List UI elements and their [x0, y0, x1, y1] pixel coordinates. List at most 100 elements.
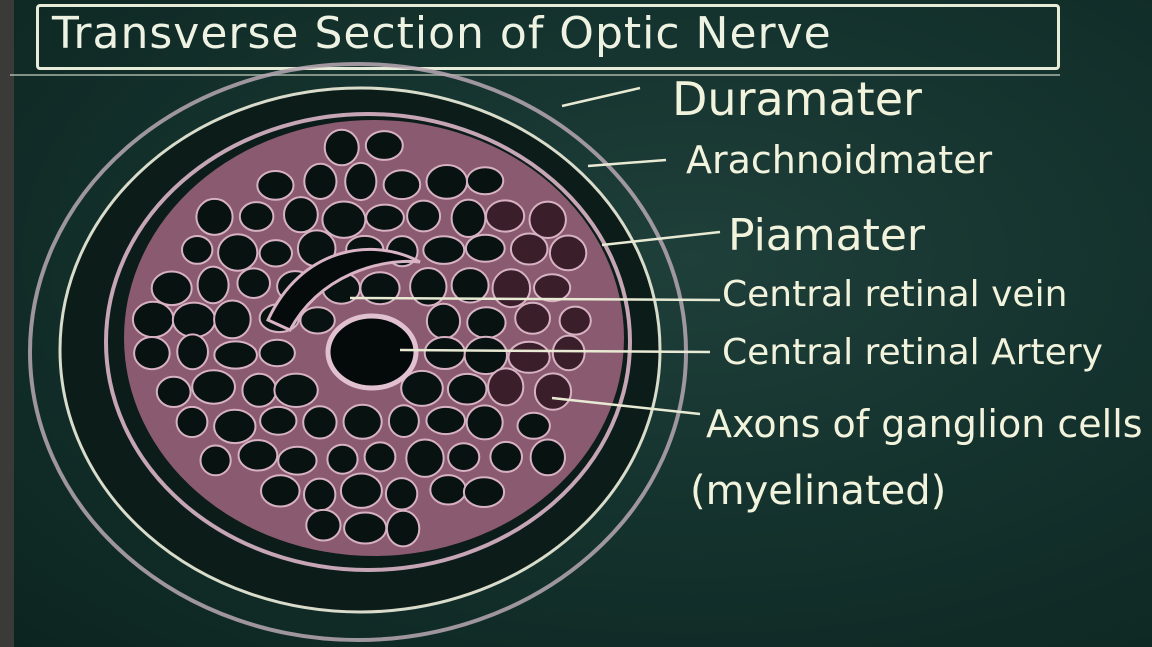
axon-bundle	[344, 161, 378, 202]
axon-bundle	[321, 200, 367, 239]
axon-bundle	[236, 267, 271, 300]
axon-bundle	[422, 235, 466, 265]
axon-bundle	[409, 267, 448, 307]
axon-bundle	[323, 128, 360, 167]
axon-bundle	[466, 306, 507, 340]
axon-bundle	[385, 509, 421, 548]
label-axons: Axons of ganglion cells	[706, 402, 1143, 446]
axon-bundle	[181, 235, 214, 265]
central-retinal-artery	[325, 313, 419, 391]
axon-bundle	[529, 438, 566, 477]
axon-bundle	[213, 299, 252, 340]
axon-bundle	[283, 196, 319, 234]
axon-bundle	[259, 405, 298, 436]
axon-bundle	[509, 232, 549, 266]
diagram-title: Transverse Section of Optic Nerve	[52, 8, 832, 59]
axon-bundle	[400, 369, 444, 407]
axon-bundle	[450, 267, 490, 304]
axon-bundle	[258, 239, 293, 268]
axon-bundle	[447, 442, 481, 473]
axon-bundle	[305, 508, 342, 542]
label-duramater: Duramater	[672, 72, 922, 126]
axon-bundle	[548, 234, 588, 272]
axon-bundle	[273, 372, 319, 408]
axon-bundle	[533, 273, 572, 303]
axon-bundle	[429, 474, 467, 506]
axon-bundle	[238, 201, 275, 232]
axon-bundle	[260, 474, 301, 508]
axon-bundle	[491, 268, 532, 309]
axon-bundle	[326, 443, 359, 475]
axon-bundle	[464, 233, 506, 263]
leader-dura	[561, 86, 641, 108]
axon-bundle	[217, 233, 259, 272]
axon-bundle	[133, 336, 171, 371]
axon-bundle	[195, 197, 234, 236]
leader-axons	[551, 396, 701, 416]
axon-bundle	[533, 372, 573, 411]
axon-bundle	[343, 511, 388, 545]
label-arachnoidmater: Arachnoidmater	[686, 138, 993, 182]
title-box	[36, 4, 1060, 70]
axon-bundle	[155, 375, 192, 408]
label-piamater: Piamater	[728, 210, 925, 261]
axon-bundle	[365, 203, 405, 232]
label-central-retinal-vein: Central retinal vein	[722, 274, 1068, 315]
axon-bundle	[514, 301, 551, 335]
axon-bundle	[384, 477, 419, 511]
axon-bundle	[359, 271, 401, 306]
axon-bundle	[425, 302, 462, 340]
axon-bundle	[446, 372, 488, 406]
leader-vein	[349, 296, 721, 302]
axon-bundle	[258, 338, 296, 368]
leader-pia	[601, 230, 721, 247]
axon-bundle	[299, 306, 336, 335]
axon-bundle	[237, 439, 279, 472]
axon-bundle	[558, 305, 592, 336]
axon-bundles-group	[131, 128, 592, 548]
axon-bundle	[364, 130, 404, 161]
axon-bundle	[176, 333, 210, 371]
axon-bundle	[213, 340, 258, 370]
axon-bundle	[277, 445, 318, 476]
axon-bundle	[405, 438, 445, 478]
axon-bundle	[150, 270, 193, 307]
axon-bundle	[171, 301, 217, 339]
axon-bundle	[516, 411, 551, 440]
label-myelinated: (myelinated)	[690, 468, 947, 514]
axon-bundle	[363, 441, 397, 473]
axon-bundle	[485, 199, 526, 233]
axon-bundle	[507, 340, 551, 374]
board-frame-edge	[0, 0, 14, 647]
axon-bundle	[528, 200, 567, 240]
axon-bundle	[175, 405, 209, 439]
axon-bundle	[551, 334, 586, 372]
pia-mater-layer	[104, 112, 632, 572]
axon-bundle	[256, 170, 295, 201]
axon-bundle	[303, 477, 337, 512]
axon-bundle	[241, 372, 278, 408]
leader-artery	[399, 348, 711, 354]
axon-bundle	[462, 476, 506, 509]
axon-bundle	[423, 336, 466, 370]
axon-bundle	[302, 405, 338, 440]
axon-bundle	[382, 169, 422, 201]
axon-bundle	[191, 369, 237, 405]
axon-bundle	[131, 300, 175, 339]
axon-bundle	[196, 265, 230, 305]
axon-bundle	[342, 403, 383, 440]
axon-bundle	[213, 408, 257, 445]
axon-bundle	[489, 440, 524, 473]
axon-bundle	[487, 367, 525, 407]
central-retinal-vein	[266, 247, 421, 332]
axon-bundle	[450, 198, 487, 239]
axon-bundle	[339, 472, 383, 509]
axon-bundle	[303, 162, 338, 200]
axon-bundle	[425, 164, 469, 200]
axon-bundle	[406, 199, 442, 233]
axon-bundle	[199, 444, 232, 477]
title-underline	[10, 74, 1060, 76]
axon-bundle	[465, 166, 505, 196]
